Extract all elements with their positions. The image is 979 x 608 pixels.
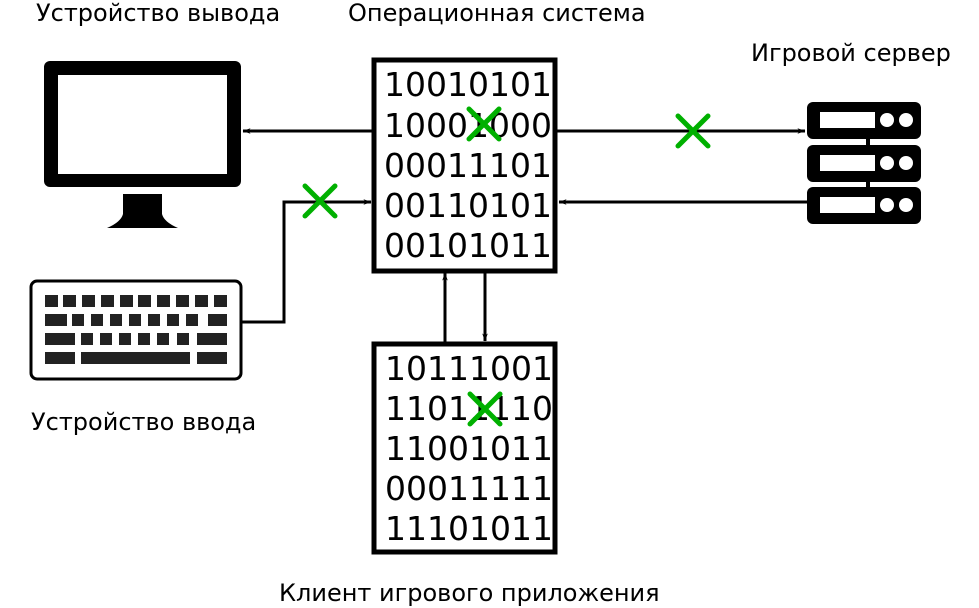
cross-icon xyxy=(466,106,502,142)
monitor-icon xyxy=(44,61,241,228)
cross-icon xyxy=(675,113,711,149)
keyboard-to-os-arrow xyxy=(241,199,372,324)
client-memory-block: 10111001 11011110 11001011 00011111 1110… xyxy=(371,341,558,555)
os-memory-row: 00101011 xyxy=(384,226,552,265)
client-memory-row: 00011111 xyxy=(385,469,553,508)
game-server-label: Игровой сервер xyxy=(751,39,951,67)
client-memory-row: 10111001 xyxy=(385,349,553,388)
keyboard-icon xyxy=(29,279,243,381)
client-memory-row: 11001011 xyxy=(385,429,553,468)
input-device-label: Устройство ввода xyxy=(31,408,256,436)
client-memory-row: 11101011 xyxy=(385,509,553,548)
cross-icon xyxy=(467,391,503,427)
server-icon xyxy=(807,102,921,224)
cross-icon xyxy=(302,183,338,219)
os-memory-row: 00110101 xyxy=(384,186,552,225)
output-device-label: Устройство вывода xyxy=(36,0,280,27)
os-memory-block: 10010101 10001000 00011101 00110101 0010… xyxy=(371,57,558,274)
game-client-label: Клиент игрового приложения xyxy=(279,579,660,607)
operating-system-label: Операционная система xyxy=(348,0,646,27)
os-memory-row: 10010101 xyxy=(384,65,552,104)
os-memory-row: 00011101 xyxy=(384,146,552,185)
